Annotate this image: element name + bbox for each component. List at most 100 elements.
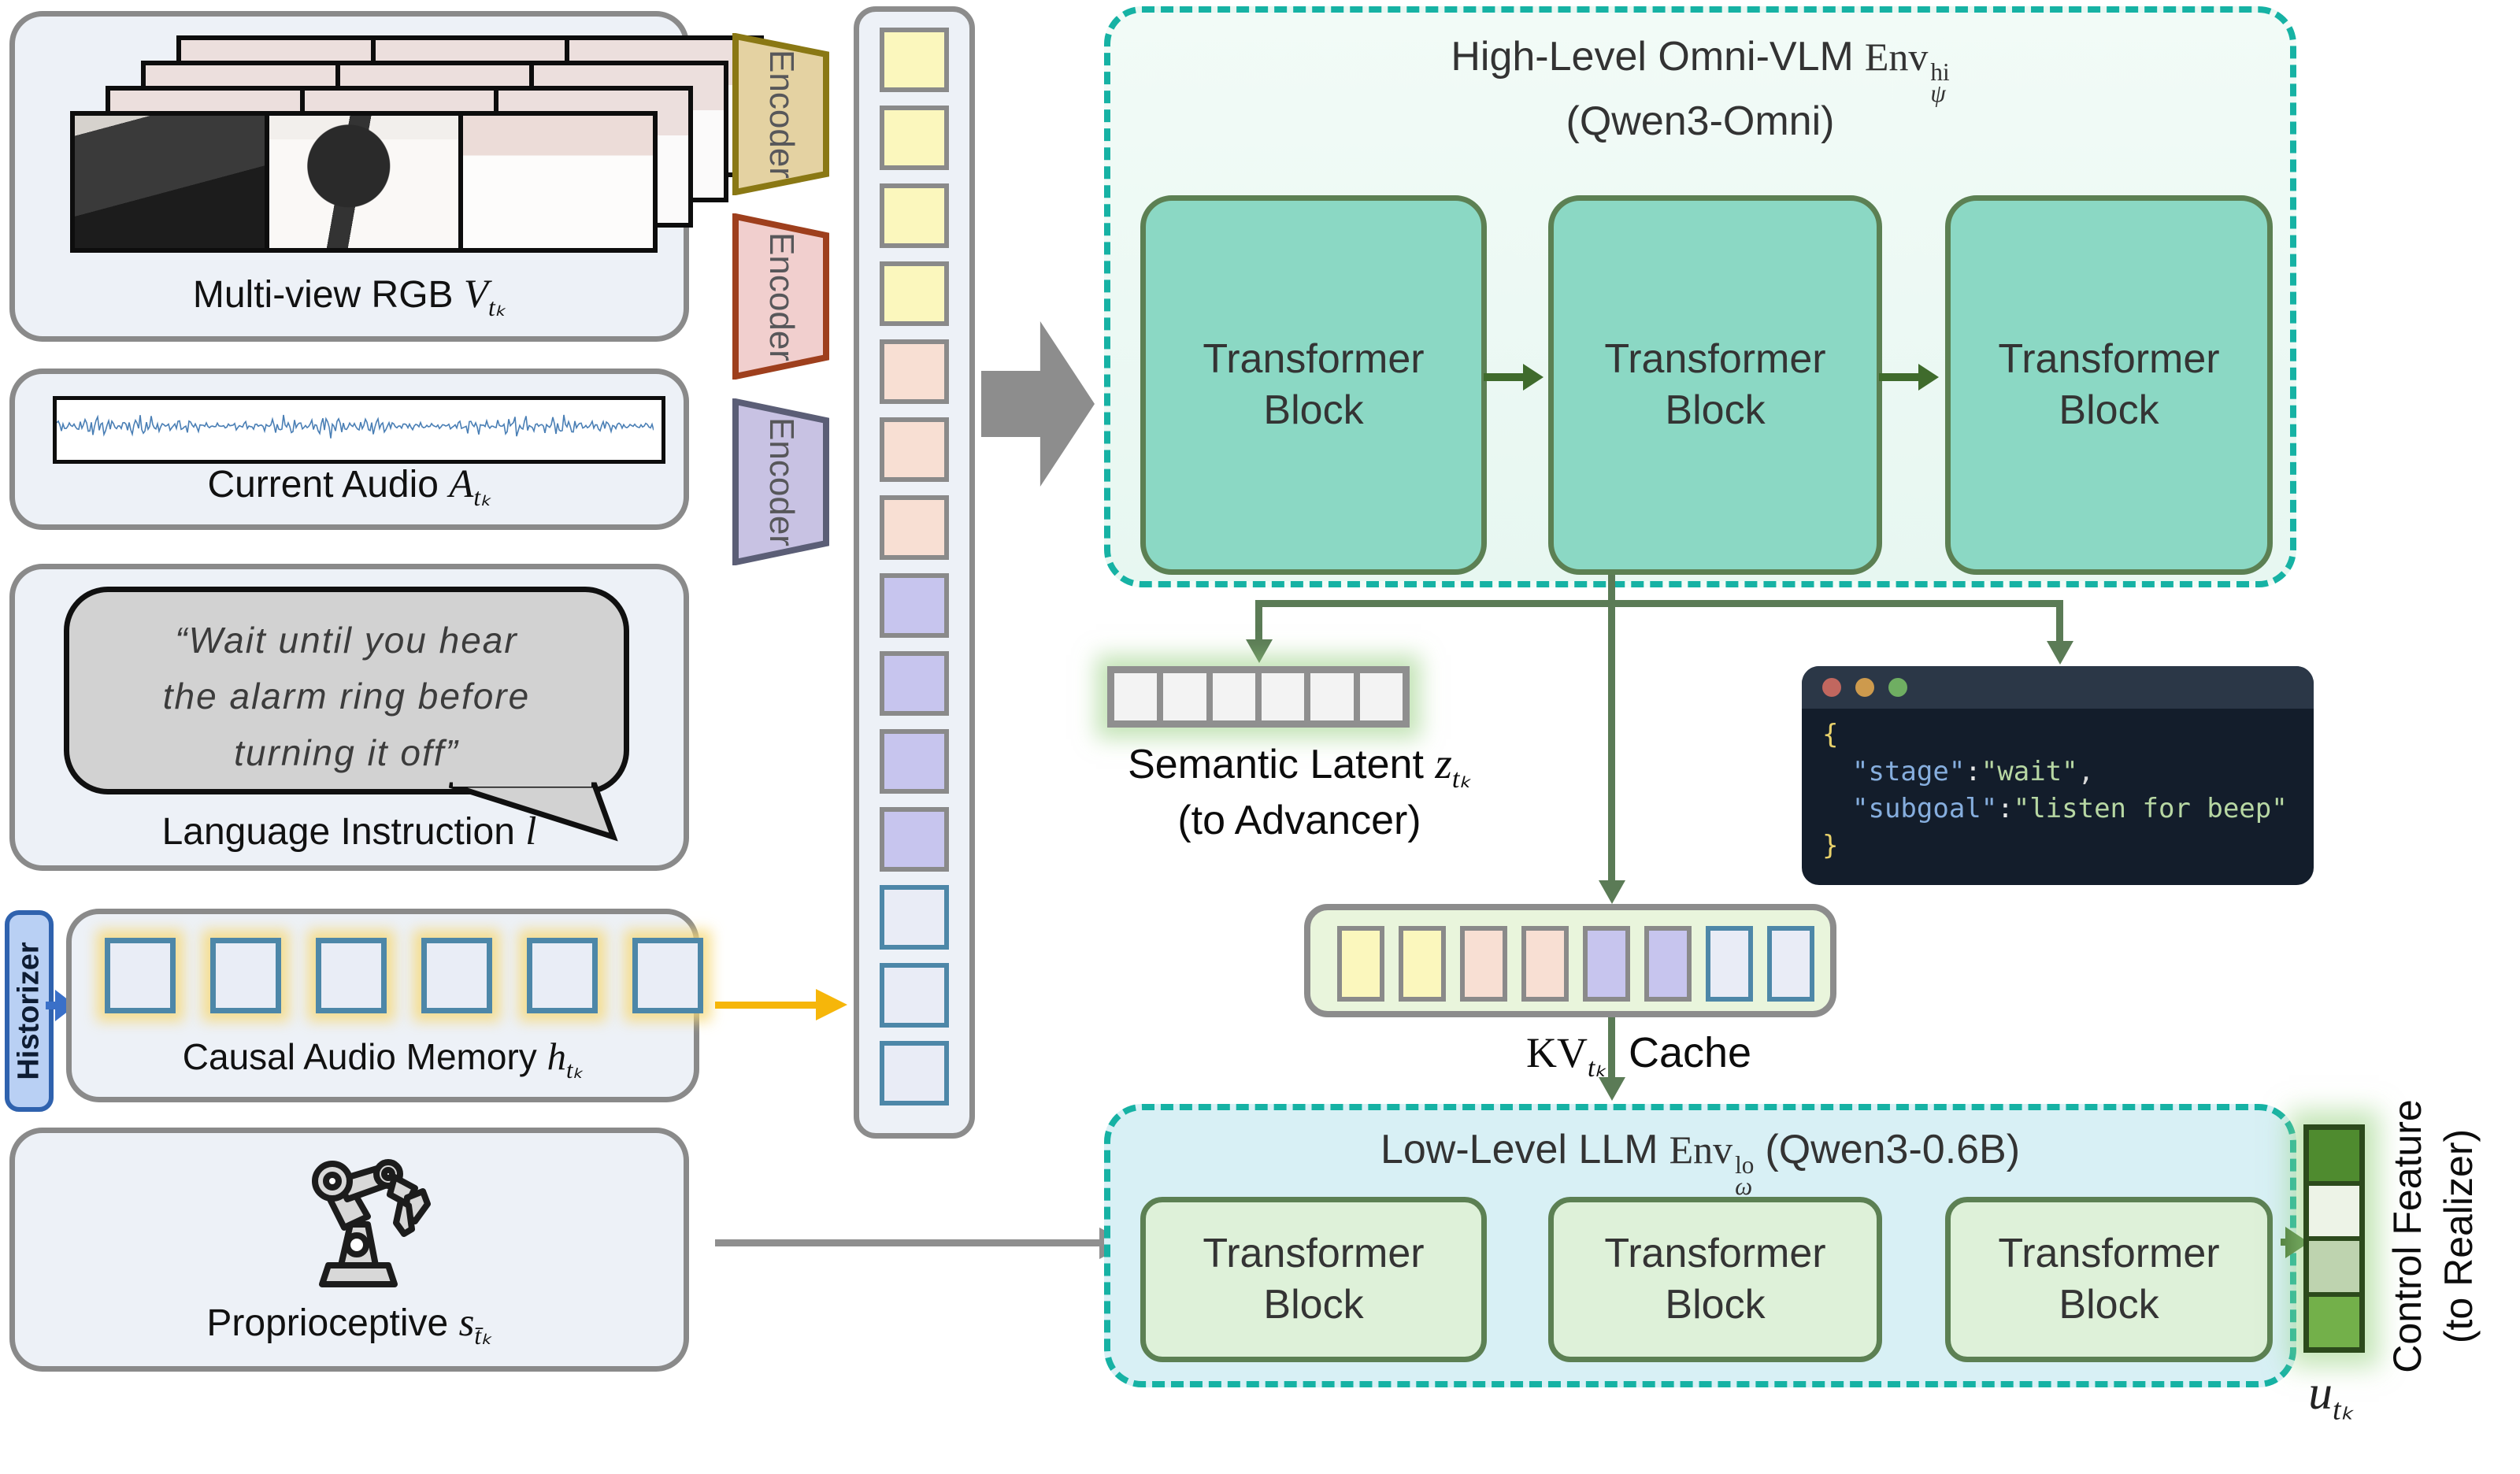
memory-cells [105, 938, 703, 1013]
branch-right-line [2056, 600, 2063, 641]
memory-cell [632, 938, 703, 1013]
current-audio-label: Current Audio Atₖ [207, 461, 491, 511]
memory-to-tokens-arrowhead [816, 989, 847, 1020]
speech-bubble-tail [448, 779, 618, 842]
transformer-block: Transformer Block [1945, 1197, 2273, 1362]
tokens-to-vlm-arrow [981, 321, 1095, 487]
camera-view-monitor [70, 111, 269, 253]
branch-left-line [1255, 600, 1262, 639]
token-video [880, 28, 949, 92]
encoder-video: Encoder [732, 33, 829, 195]
kv-token-audio [1460, 926, 1507, 1002]
language-instruction-panel: “Wait until you hear the alarm ring befo… [9, 564, 689, 871]
token-text [880, 651, 949, 716]
memory-cell [210, 938, 281, 1013]
control-feature-bar [2303, 1124, 2365, 1353]
semantic-cell [1163, 673, 1206, 720]
semantic-cell [1359, 673, 1403, 720]
speech-bubble: “Wait until you hear the alarm ring befo… [64, 587, 629, 794]
memory-cell [527, 938, 598, 1013]
encoder-label: Encoder [762, 417, 801, 546]
control-cell [2309, 1241, 2359, 1292]
kv-token-video [1399, 926, 1446, 1002]
kv-token-text [1583, 926, 1630, 1002]
control-feature-label: Control Feature (to Realizer) [2385, 1099, 2481, 1373]
cache-line [1608, 1017, 1615, 1079]
multiview-rgb-panel: Multi-view RGB Vtₖ [9, 11, 765, 342]
math-symbol-s: st̄ₖ [458, 1300, 492, 1350]
encoder-text: Encoder [732, 398, 829, 565]
memory-cell [316, 938, 387, 1013]
proprio-to-llm-arrow [715, 1239, 1102, 1246]
math-symbol-V: Vtₖ [463, 272, 506, 321]
semantic-cell [1212, 673, 1255, 720]
rgb-frame-front [70, 111, 658, 253]
historizer-arrow [46, 1002, 57, 1009]
kv-token-memory [1706, 926, 1753, 1002]
quote-line: the alarm ring before [162, 676, 531, 717]
high-level-subtitle: (Qwen3-Omni) [1566, 98, 1835, 144]
kv-token-text [1644, 926, 1692, 1002]
semantic-latent-label: Semantic Latent ztₖ [1128, 739, 1471, 794]
kv-cache-row [1304, 904, 1836, 1017]
memory-cell [105, 938, 176, 1013]
token-video [880, 183, 949, 248]
code-arrowhead [2047, 641, 2073, 665]
branch-line [1255, 600, 2062, 607]
token-memory [880, 885, 949, 950]
vlm-output-line [1608, 575, 1615, 603]
semantic-cell [1261, 673, 1305, 720]
causal-audio-memory-label: Causal Audio Memory htₖ [182, 1035, 584, 1083]
camera-view-room [458, 111, 658, 253]
proprioceptive-label: Proprioceptive st̄ₖ [206, 1300, 492, 1350]
proprioceptive-panel: Proprioceptive st̄ₖ [9, 1128, 689, 1372]
block-arrow [1879, 364, 1939, 391]
token-audio [880, 417, 949, 482]
token-video [880, 261, 949, 326]
current-audio-panel: Current Audio Atₖ [9, 368, 689, 530]
transformer-block: Transformer Block [1548, 195, 1882, 575]
kv-line [1608, 600, 1615, 880]
memory-cell [421, 938, 492, 1013]
token-video [880, 106, 949, 170]
minimize-icon[interactable] [1855, 678, 1874, 697]
memory-to-tokens-arrow [715, 1002, 817, 1009]
semantic-latent-row [1107, 666, 1410, 728]
math-symbol-u: utₖ [2308, 1366, 2354, 1427]
block-arrow [1484, 364, 1544, 391]
close-icon[interactable] [1822, 678, 1841, 697]
control-cell [2309, 1185, 2359, 1236]
kv-token-memory [1767, 926, 1814, 1002]
kv-token-audio [1521, 926, 1569, 1002]
transformer-block: Transformer Block [1548, 1197, 1882, 1362]
control-cell [2309, 1130, 2359, 1181]
semantic-arrowhead [1246, 639, 1273, 663]
kv-label: KVtₖ [1526, 1029, 1606, 1083]
quote-line: “Wait until you hear [175, 620, 518, 661]
math-symbol-h: htₖ [547, 1035, 584, 1083]
token-memory [880, 1041, 949, 1106]
token-text [880, 573, 949, 638]
maximize-icon[interactable] [1888, 678, 1907, 697]
multiview-rgb-label: Multi-view RGB Vtₖ [192, 272, 506, 321]
semantic-cell [1310, 673, 1354, 720]
window-titlebar [1802, 666, 2314, 709]
token-text [880, 807, 949, 872]
quote-line: turning it off” [234, 731, 459, 773]
language-instruction-label: Language Instruction l [161, 809, 537, 854]
token-memory [880, 963, 949, 1028]
transformer-block: Transformer Block [1140, 195, 1487, 575]
historizer-module: Historizer [5, 910, 54, 1112]
kv-arrowhead [1599, 880, 1625, 904]
audio-waveform-icon [53, 396, 665, 464]
historizer-label: Historizer [12, 942, 46, 1080]
token-text [880, 729, 949, 794]
kv-token-video [1337, 926, 1384, 1002]
subgoal-json-window: { "stage":"wait", "subgoal":"listen for … [1802, 666, 2314, 885]
causal-audio-memory-panel: Causal Audio Memory htₖ [66, 909, 703, 1102]
